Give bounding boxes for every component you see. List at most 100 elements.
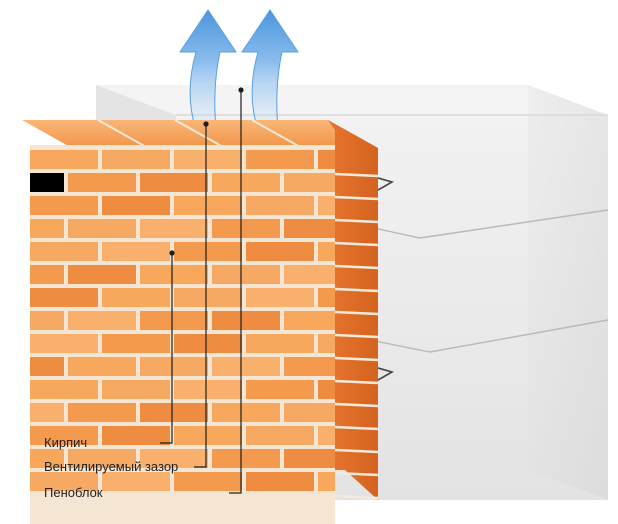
leader-dot-foam-block bbox=[238, 87, 244, 93]
brick bbox=[318, 380, 335, 399]
brick bbox=[246, 150, 314, 169]
brick-side-joint bbox=[334, 287, 379, 293]
brick bbox=[212, 357, 280, 376]
brick-side-joint bbox=[334, 356, 379, 362]
brick bbox=[30, 311, 64, 330]
brick bbox=[68, 173, 136, 192]
brick bbox=[30, 219, 64, 238]
brick bbox=[30, 357, 64, 376]
brick-side-joint bbox=[334, 264, 379, 270]
brick bbox=[174, 334, 242, 353]
brick bbox=[284, 265, 335, 284]
brick bbox=[30, 288, 98, 307]
brick bbox=[174, 150, 242, 169]
leader-line-brick bbox=[160, 253, 173, 444]
brick bbox=[140, 311, 208, 330]
brick bbox=[140, 403, 208, 422]
label-brick: Кирпич bbox=[44, 435, 87, 450]
leader-line-air-gap bbox=[194, 124, 207, 468]
airflow-arrow-right-icon bbox=[241, 9, 299, 131]
brick bbox=[318, 472, 335, 491]
brick bbox=[174, 196, 242, 215]
brick bbox=[246, 472, 314, 491]
brick bbox=[30, 150, 98, 169]
brick bbox=[284, 357, 335, 376]
brick bbox=[318, 334, 335, 353]
brick bbox=[318, 196, 335, 215]
brick bbox=[140, 449, 208, 468]
brick-side-joint bbox=[334, 379, 379, 385]
brick bbox=[30, 196, 98, 215]
brick bbox=[102, 242, 170, 261]
brick bbox=[318, 288, 335, 307]
brick-wall bbox=[22, 119, 379, 524]
brick bbox=[140, 219, 208, 238]
brick bbox=[68, 265, 136, 284]
brick bbox=[174, 472, 242, 491]
brick bbox=[212, 311, 280, 330]
leader-lines bbox=[160, 87, 244, 494]
brick-side-joint bbox=[334, 494, 379, 500]
brick bbox=[30, 265, 64, 284]
brick-side-joint bbox=[334, 310, 379, 316]
brick bbox=[140, 265, 208, 284]
brick bbox=[246, 196, 314, 215]
brick-side-joint bbox=[334, 195, 379, 201]
airflow-arrows bbox=[179, 9, 299, 131]
brick-side-joint bbox=[334, 333, 379, 339]
leader-dot-brick bbox=[169, 250, 175, 256]
brick bbox=[284, 219, 335, 238]
brick bbox=[212, 449, 280, 468]
brick-wall-right-face bbox=[328, 120, 378, 500]
brick bbox=[30, 173, 64, 192]
label-foam-block: Пеноблок bbox=[44, 485, 103, 500]
brick bbox=[174, 426, 242, 445]
brick-side-joint bbox=[334, 218, 379, 224]
brick-side-joint bbox=[334, 448, 379, 454]
brick-side-joint bbox=[334, 471, 379, 477]
foam-block-right-side bbox=[528, 85, 608, 500]
brick bbox=[102, 472, 170, 491]
brick bbox=[174, 380, 242, 399]
brick bbox=[140, 357, 208, 376]
brick bbox=[246, 426, 314, 445]
brick bbox=[102, 426, 170, 445]
leader-line-foam-block bbox=[229, 90, 242, 494]
brick-rows bbox=[30, 150, 335, 491]
brick bbox=[68, 357, 136, 376]
brick bbox=[102, 334, 170, 353]
brick bbox=[68, 219, 136, 238]
brick bbox=[68, 449, 136, 468]
brick bbox=[30, 242, 98, 261]
brick bbox=[318, 426, 335, 445]
brick bbox=[212, 265, 280, 284]
brick bbox=[284, 173, 335, 192]
brick-side-joint bbox=[334, 172, 379, 178]
airflow-arrow-left-icon bbox=[179, 9, 237, 131]
foam-block-dark-joint-notches bbox=[377, 177, 395, 381]
leader-dot-air-gap bbox=[203, 121, 209, 127]
brick bbox=[30, 426, 98, 445]
brick bbox=[174, 288, 242, 307]
brick bbox=[246, 380, 314, 399]
brick bbox=[318, 242, 335, 261]
brick bbox=[30, 472, 98, 491]
brick-side-joint bbox=[334, 425, 379, 431]
brick bbox=[102, 196, 170, 215]
brick bbox=[284, 449, 335, 468]
brick-wall-top-joints bbox=[97, 119, 303, 149]
brick bbox=[30, 449, 64, 468]
brick bbox=[30, 334, 98, 353]
brick bbox=[246, 334, 314, 353]
brick bbox=[174, 242, 242, 261]
brick bbox=[212, 173, 280, 192]
brick bbox=[212, 219, 280, 238]
foam-block-top bbox=[96, 85, 608, 115]
brick-side-joint bbox=[334, 402, 379, 408]
brick bbox=[102, 380, 170, 399]
brick bbox=[246, 242, 314, 261]
brick bbox=[102, 150, 170, 169]
brick bbox=[30, 380, 98, 399]
brick bbox=[140, 173, 208, 192]
brick bbox=[102, 288, 170, 307]
